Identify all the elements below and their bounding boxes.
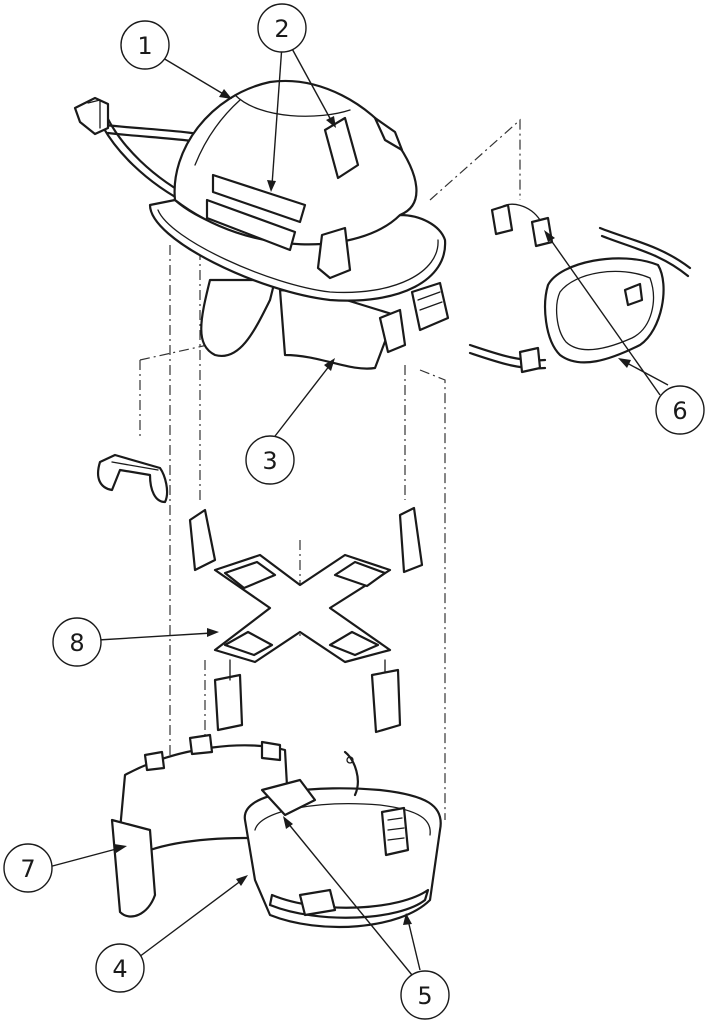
leader-lines bbox=[44, 44, 669, 976]
cradle-clip-ul bbox=[188, 508, 217, 572]
goggle-strap-buckle bbox=[518, 346, 542, 374]
alignment-lines bbox=[139, 118, 521, 820]
suspension-cradle bbox=[188, 506, 424, 734]
reflective-stripe-lower bbox=[205, 198, 297, 252]
callout-label-6: 6 bbox=[672, 397, 687, 425]
callout-1: 1 bbox=[120, 20, 170, 70]
callouts: 1 2 3 4 5 6 7 8 bbox=[3, 3, 705, 1020]
shield-clip bbox=[96, 453, 169, 504]
callout-label-2: 2 bbox=[274, 15, 289, 43]
front-shield-holder bbox=[316, 226, 352, 280]
callout-label-1: 1 bbox=[137, 32, 152, 60]
callout-8: 8 bbox=[52, 617, 102, 667]
chinstrap-buckle bbox=[378, 308, 407, 354]
callout-3: 3 bbox=[245, 435, 295, 485]
headband-adjuster bbox=[380, 806, 410, 857]
earflap-back bbox=[278, 288, 397, 370]
shroud-flap bbox=[110, 818, 157, 918]
reflective-stripe-upper bbox=[211, 173, 307, 224]
goggles-assembly bbox=[468, 203, 692, 374]
callout-label-5: 5 bbox=[417, 982, 432, 1010]
callout-label-8: 8 bbox=[69, 629, 84, 657]
chin-strap-clip bbox=[73, 96, 110, 136]
cradle-clip-ur bbox=[398, 506, 424, 574]
goggles-frame bbox=[544, 257, 665, 364]
reflective-patch-side bbox=[323, 116, 360, 180]
callout-2: 2 bbox=[257, 3, 307, 53]
goggle-clip-left bbox=[490, 203, 514, 236]
callout-4: 4 bbox=[95, 943, 145, 993]
callout-5: 5 bbox=[400, 970, 450, 1020]
callout-label-4: 4 bbox=[112, 955, 127, 983]
headband-tab bbox=[260, 778, 317, 817]
headband-assembly bbox=[243, 750, 442, 929]
callout-6: 6 bbox=[655, 385, 705, 435]
helmet-assembly bbox=[73, 79, 450, 370]
cradle-clip-ll bbox=[213, 673, 244, 732]
callout-label-7: 7 bbox=[20, 855, 35, 883]
earflap-left bbox=[200, 278, 277, 358]
callout-label-3: 3 bbox=[262, 447, 277, 475]
goggle-clip-right bbox=[530, 216, 554, 248]
callout-7: 7 bbox=[3, 843, 53, 893]
cradle-clip-lr bbox=[370, 668, 402, 734]
